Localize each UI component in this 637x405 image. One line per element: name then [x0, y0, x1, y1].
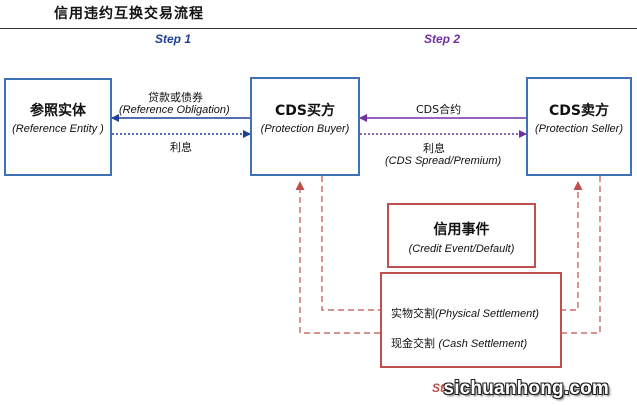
- spread-label: (CDS Spread/Premium): [385, 155, 502, 167]
- cash-settlement-cn: 现金交割: [391, 337, 439, 350]
- protection-seller-name: CDS卖方: [549, 103, 609, 119]
- step-3-label-partial: St: [432, 381, 444, 395]
- reference-entity-name: 参照实体: [30, 103, 86, 119]
- physical-settlement-row: 实物交割(Physical Settlement): [391, 302, 539, 321]
- protection-seller-box: CDS卖方 (Protection Seller): [526, 77, 632, 176]
- interest-label-2: 利息: [423, 142, 445, 155]
- site-watermark: sichuanhong.com: [443, 378, 609, 399]
- protection-buyer-name: CDS买方: [275, 103, 335, 119]
- cds-contract-label: CDS合约: [416, 103, 462, 116]
- credit-event-name: 信用事件: [433, 222, 490, 238]
- step-1-label: Step 1: [155, 32, 192, 46]
- loan-label-en: (Reference Obligation): [119, 104, 230, 116]
- credit-event-box: 信用事件 (Credit Event/Default): [387, 203, 536, 268]
- reference-entity-box: 参照实体 (Reference Entity ): [4, 78, 112, 176]
- protection-buyer-box: CDS买方 (Protection Buyer): [250, 77, 360, 176]
- protection-seller-sub: (Protection Seller): [534, 123, 624, 135]
- title-divider: [0, 28, 637, 29]
- physical-settlement-path-seller: [560, 181, 583, 311]
- cash-settlement-path-seller: [562, 176, 601, 334]
- physical-settlement-en: (Physical Settlement): [435, 308, 539, 320]
- cash-settlement-en: (Cash Settlement): [438, 338, 528, 350]
- cash-settlement-path-buyer: [295, 181, 380, 334]
- settlement-box: 实物交割(Physical Settlement) 现金交割 (Cash Set…: [380, 272, 562, 368]
- protection-buyer-sub: (Protection Buyer): [260, 123, 350, 135]
- cash-settlement-row: 现金交割 (Cash Settlement): [391, 332, 527, 351]
- diagram-title: 信用违约互换交易流程: [54, 6, 204, 22]
- reference-entity-sub: (Reference Entity ): [12, 123, 104, 135]
- interest-label-1: 利息: [170, 141, 192, 154]
- loan-label: 贷款或债券: [148, 91, 203, 104]
- physical-settlement-cn: 实物交割: [391, 307, 435, 320]
- credit-event-sub: (Credit Event/Default): [408, 243, 515, 255]
- physical-settlement-path-buyer: [321, 176, 380, 311]
- step-2-label: Step 2: [424, 32, 461, 46]
